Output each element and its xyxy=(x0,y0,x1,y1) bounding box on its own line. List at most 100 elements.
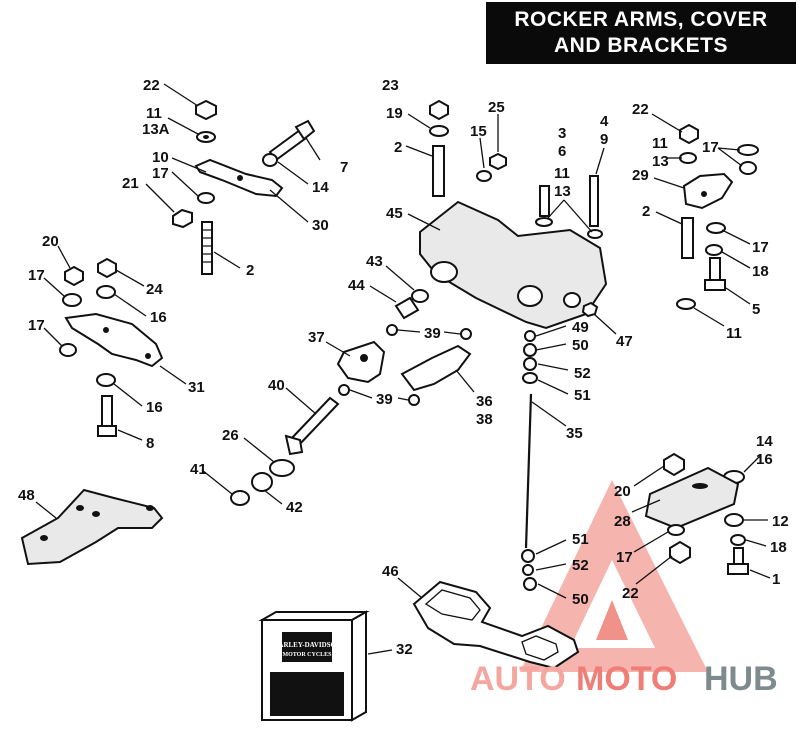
retainer-42 xyxy=(251,472,273,492)
cover-bore-end xyxy=(563,292,581,308)
callout-2-b: 2 xyxy=(394,139,402,156)
stud-2-thread xyxy=(202,229,212,263)
leader-52a xyxy=(537,363,569,371)
shaft-40-head xyxy=(284,434,304,456)
callout-5: 5 xyxy=(752,301,760,318)
callout-38: 38 xyxy=(476,411,493,428)
callout-41: 41 xyxy=(190,461,207,478)
leader-2a xyxy=(213,251,241,269)
lower-right-bracket-group xyxy=(644,452,749,575)
rocker-arm-37-bore xyxy=(360,354,368,362)
nut-22 xyxy=(195,99,217,121)
leader-2c xyxy=(655,211,683,225)
callout-52-b: 52 xyxy=(572,557,589,574)
callout-52-a: 52 xyxy=(574,365,591,382)
callout-29: 29 xyxy=(632,167,649,184)
bolt-5-head xyxy=(704,279,726,291)
leader-39b xyxy=(349,389,409,401)
title-line-1: ROCKER ARMS, COVER xyxy=(514,8,768,31)
washer-17-lower-right xyxy=(667,524,685,536)
callout-36: 36 xyxy=(476,393,493,410)
callout-25: 25 xyxy=(488,99,505,116)
leader-16b xyxy=(113,383,143,407)
leader-20a xyxy=(57,245,71,269)
o-ring-26 xyxy=(269,459,295,477)
leader-18b xyxy=(745,539,767,547)
callout-32: 32 xyxy=(396,641,413,658)
leader-17d xyxy=(717,147,743,167)
rocker-arm-36 xyxy=(400,344,472,392)
washer-16-lower xyxy=(96,373,116,387)
callout-12: 12 xyxy=(772,513,789,530)
bracket-28-slot xyxy=(692,483,708,489)
bolt-1-head xyxy=(727,563,749,575)
leader-21 xyxy=(145,183,175,213)
leader-19 xyxy=(407,113,431,129)
manual-box-top xyxy=(258,611,370,621)
washer-51-upper xyxy=(522,372,538,384)
bolt-8-shank xyxy=(101,395,113,427)
callout-51-a: 51 xyxy=(574,387,591,404)
bracket-48-group xyxy=(20,488,164,566)
callout-labels: 22 11 13A 7 10 17 21 14 30 2 20 24 17 16… xyxy=(18,77,789,658)
washer-17-lower xyxy=(59,343,77,357)
bracket-48-hole-a xyxy=(40,535,48,541)
leader-36 xyxy=(455,369,475,393)
leader-42 xyxy=(263,489,283,505)
washer-43 xyxy=(411,289,429,303)
leader-10 xyxy=(171,157,207,173)
callout-22-a: 22 xyxy=(143,77,160,94)
service-manual-32: HARLEY-DAVIDSON MOTOR CYCLES xyxy=(258,610,370,722)
leader-16a xyxy=(113,293,147,317)
callout-2-a: 2 xyxy=(246,262,254,279)
callout-31: 31 xyxy=(188,379,205,396)
upper-left-bracket-group xyxy=(172,99,316,275)
bracket-48-hole-c xyxy=(92,511,100,517)
leader-45 xyxy=(407,213,441,231)
leader-51b xyxy=(535,539,567,555)
bracket-30-hole xyxy=(237,175,243,181)
callout-17-a: 17 xyxy=(152,165,169,182)
leader-52b xyxy=(535,563,567,571)
leader-26 xyxy=(243,437,275,463)
leader-48 xyxy=(35,501,57,519)
nut-24 xyxy=(97,257,117,279)
callout-11-b: 11 xyxy=(554,165,570,182)
bolt-7-head xyxy=(294,119,316,141)
left-bracket-31-group xyxy=(59,257,164,437)
manual-logo-plate xyxy=(282,632,332,662)
leader-15 xyxy=(479,137,485,169)
callout-4: 4 xyxy=(600,113,609,130)
rocker-arm-37 xyxy=(336,340,386,384)
watermark-triangle-stripe xyxy=(596,600,628,640)
callout-17-f: 17 xyxy=(616,549,633,566)
watermark-word-hub: HUB xyxy=(704,660,778,698)
callout-11-c: 11 xyxy=(652,135,668,152)
callout-10: 10 xyxy=(152,149,169,166)
leader-14a xyxy=(277,161,309,185)
callout-24: 24 xyxy=(146,281,163,298)
callout-28: 28 xyxy=(614,513,631,530)
cap-41 xyxy=(230,490,250,506)
bracket-29-hole xyxy=(701,191,707,197)
leader-50a xyxy=(535,343,567,351)
bracket-48-hole-d xyxy=(146,505,154,511)
callout-13a: 13A xyxy=(142,121,170,138)
leader-8 xyxy=(117,429,143,441)
leader-51a xyxy=(537,379,569,395)
nut-21 xyxy=(172,208,193,229)
washer-18-lower xyxy=(730,534,746,546)
callout-13-b: 13 xyxy=(554,183,571,200)
gasket-46 xyxy=(412,580,580,670)
callout-39-a: 39 xyxy=(424,325,441,342)
leader-20b xyxy=(633,465,665,487)
callout-22-c: 22 xyxy=(622,585,639,602)
stud-2-right xyxy=(681,217,694,259)
washer-50-upper xyxy=(523,343,537,357)
callout-9: 9 xyxy=(600,131,608,148)
callout-49: 49 xyxy=(572,319,589,336)
leader-24 xyxy=(115,269,145,287)
plug-25 xyxy=(489,152,507,171)
leader-7 xyxy=(305,137,321,161)
callout-46: 46 xyxy=(382,563,399,580)
